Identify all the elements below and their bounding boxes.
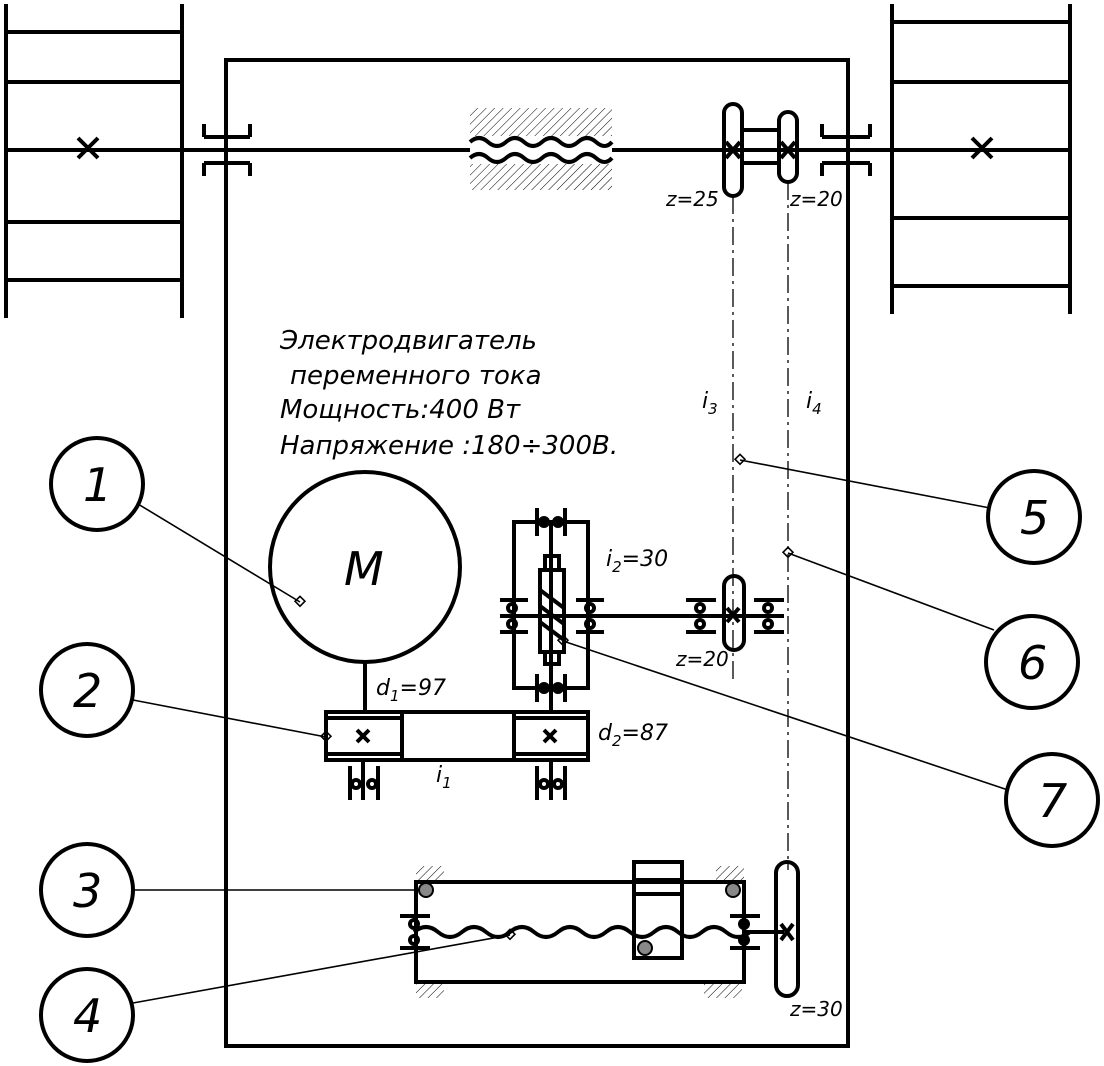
caption-line-2: переменного тока bbox=[290, 361, 542, 391]
svg-text:7: 7 bbox=[1038, 774, 1067, 828]
intermediate-shaft bbox=[500, 574, 784, 652]
svg-text:4: 4 bbox=[73, 989, 102, 1043]
callout-4: 4 bbox=[39, 967, 135, 1063]
caption-line-4: Напряжение :180÷300В. bbox=[280, 431, 618, 461]
machine-frame bbox=[224, 58, 850, 1048]
label-i1: i1 bbox=[436, 763, 452, 792]
callout-6: 6 bbox=[984, 614, 1080, 710]
right-wall-bearing bbox=[820, 124, 872, 176]
label-i3: i3 bbox=[702, 389, 718, 418]
motor-label: M bbox=[344, 542, 384, 596]
label-i4: i4 bbox=[806, 389, 822, 418]
callout-1: 1 bbox=[49, 436, 145, 532]
svg-text:2: 2 bbox=[73, 664, 102, 718]
callout-2: 2 bbox=[39, 642, 135, 738]
left-drum bbox=[4, 4, 184, 318]
callout-7: 7 bbox=[1004, 752, 1100, 848]
left-wall-bearing bbox=[202, 124, 252, 176]
caption-line-1: Электродвигатель bbox=[279, 326, 537, 356]
pulley-bearings bbox=[348, 760, 567, 800]
callout-3: 3 bbox=[39, 842, 135, 938]
flexible-coupling bbox=[468, 108, 614, 190]
label-z25: z=25 bbox=[665, 187, 719, 211]
label-d1: d1=97 bbox=[376, 676, 446, 705]
caption-line-3: Мощность:400 Вт bbox=[280, 395, 521, 425]
belt-drive bbox=[324, 710, 590, 762]
label-z20-top: z=20 bbox=[789, 187, 843, 211]
leader-lines bbox=[132, 453, 1009, 1004]
callout-5: 5 bbox=[986, 469, 1082, 565]
motor bbox=[268, 470, 462, 712]
svg-text:1: 1 bbox=[83, 458, 112, 512]
label-z30: z=30 bbox=[789, 997, 843, 1021]
lead-screw-assembly bbox=[400, 860, 800, 998]
worm-gearbox bbox=[512, 508, 590, 712]
label-d2: d2=87 bbox=[598, 721, 668, 750]
right-drum bbox=[890, 4, 1072, 314]
svg-text:3: 3 bbox=[73, 864, 102, 918]
svg-text:5: 5 bbox=[1020, 491, 1049, 545]
svg-text:6: 6 bbox=[1018, 636, 1047, 690]
label-i2: i2=30 bbox=[606, 547, 668, 576]
label-z20-mid: z=20 bbox=[675, 647, 729, 671]
